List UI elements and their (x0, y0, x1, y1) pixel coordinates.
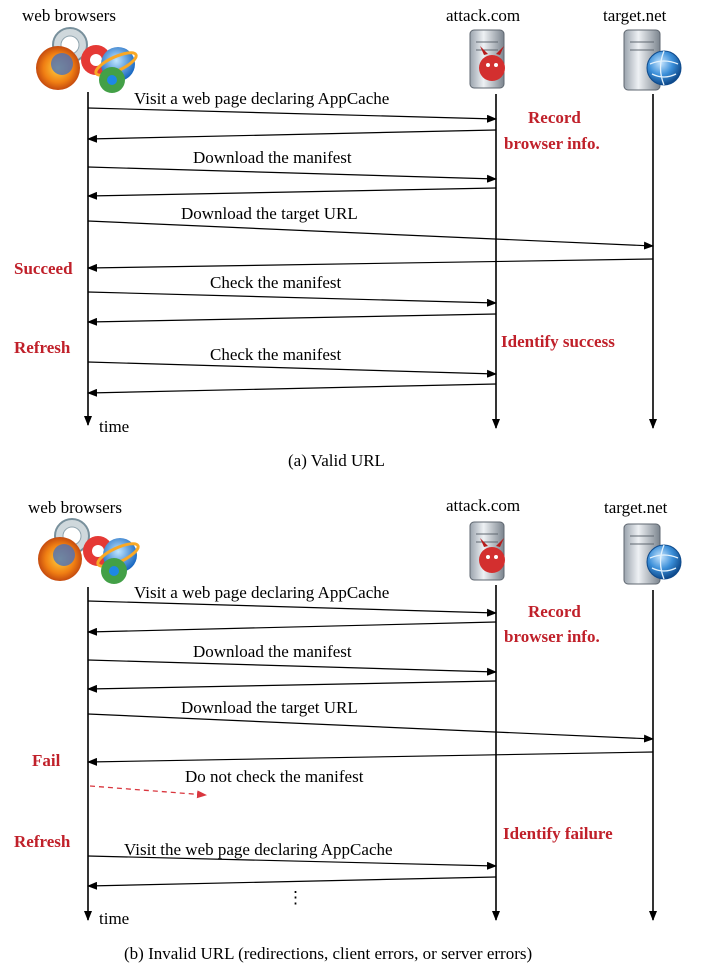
annotation-refresh: Refresh (14, 832, 71, 851)
time-label: time (99, 417, 129, 436)
message-arrow (87, 621, 497, 636)
actor-attacker-label: attack.com (446, 496, 520, 515)
actor-attacker-label: attack.com (446, 6, 520, 25)
annotation-record: Record (528, 602, 581, 621)
message-label: Check the manifest (210, 345, 342, 364)
message-arrow (87, 313, 497, 326)
message-arrow (87, 107, 497, 123)
message-arrow (87, 361, 497, 378)
caption: (a) Valid URL (288, 451, 385, 470)
message-arrow (87, 129, 497, 143)
message-arrow (87, 855, 497, 870)
message-arrow (87, 220, 654, 250)
message-arrow (87, 600, 497, 617)
actor-target-label: target.net (604, 498, 668, 517)
message-label: Download the manifest (193, 148, 352, 167)
message-arrow (87, 659, 497, 676)
actor-target-label: target.net (603, 6, 667, 25)
time-label: time (99, 909, 129, 928)
message-label: Visit the web page declaring AppCache (124, 840, 393, 859)
message-label: Download the target URL (181, 698, 358, 717)
annotation-refresh: Refresh (14, 338, 71, 357)
continuation-ellipsis: ⋮ (287, 888, 304, 907)
target-server-icon (623, 29, 682, 91)
annotation-record: Record (528, 108, 581, 127)
message-arrow (87, 291, 497, 307)
message-arrow (87, 876, 497, 890)
message-label: Download the target URL (181, 204, 358, 223)
panel-b: web browsers attack.com target.net (14, 496, 682, 963)
annotation-succeed: Succeed (14, 259, 73, 278)
attacker-server-icon (469, 29, 505, 89)
message-arrow (87, 187, 497, 200)
no-check-arrow (89, 785, 207, 799)
target-server-icon (623, 523, 682, 585)
annotation-identify: Identify success (501, 332, 615, 351)
browser-logos-icon (38, 518, 140, 584)
message-arrow (87, 713, 654, 743)
annotation-identify: Identify failure (503, 824, 613, 843)
message-label: Visit a web page declaring AppCache (134, 583, 389, 602)
message-label: Visit a web page declaring AppCache (134, 89, 389, 108)
actor-browsers-label: web browsers (22, 6, 116, 25)
no-check-label: Do not check the manifest (185, 767, 364, 786)
annotation-browser-info: browser info. (504, 134, 600, 153)
panel-a: web browsers attack.com target.net (14, 6, 682, 470)
message-arrow (87, 166, 497, 183)
actor-browsers-label: web browsers (28, 498, 122, 517)
message-arrow (87, 258, 654, 272)
message-arrow (87, 751, 654, 766)
message-label: Check the manifest (210, 273, 342, 292)
caption: (b) Invalid URL (redirections, client er… (124, 944, 532, 963)
attacker-server-icon (469, 521, 505, 581)
message-label: Download the manifest (193, 642, 352, 661)
message-arrow (87, 383, 497, 397)
annotation-browser-info: browser info. (504, 627, 600, 646)
annotation-fail: Fail (32, 751, 61, 770)
message-arrow (87, 680, 497, 693)
browser-logos-icon (36, 27, 138, 93)
